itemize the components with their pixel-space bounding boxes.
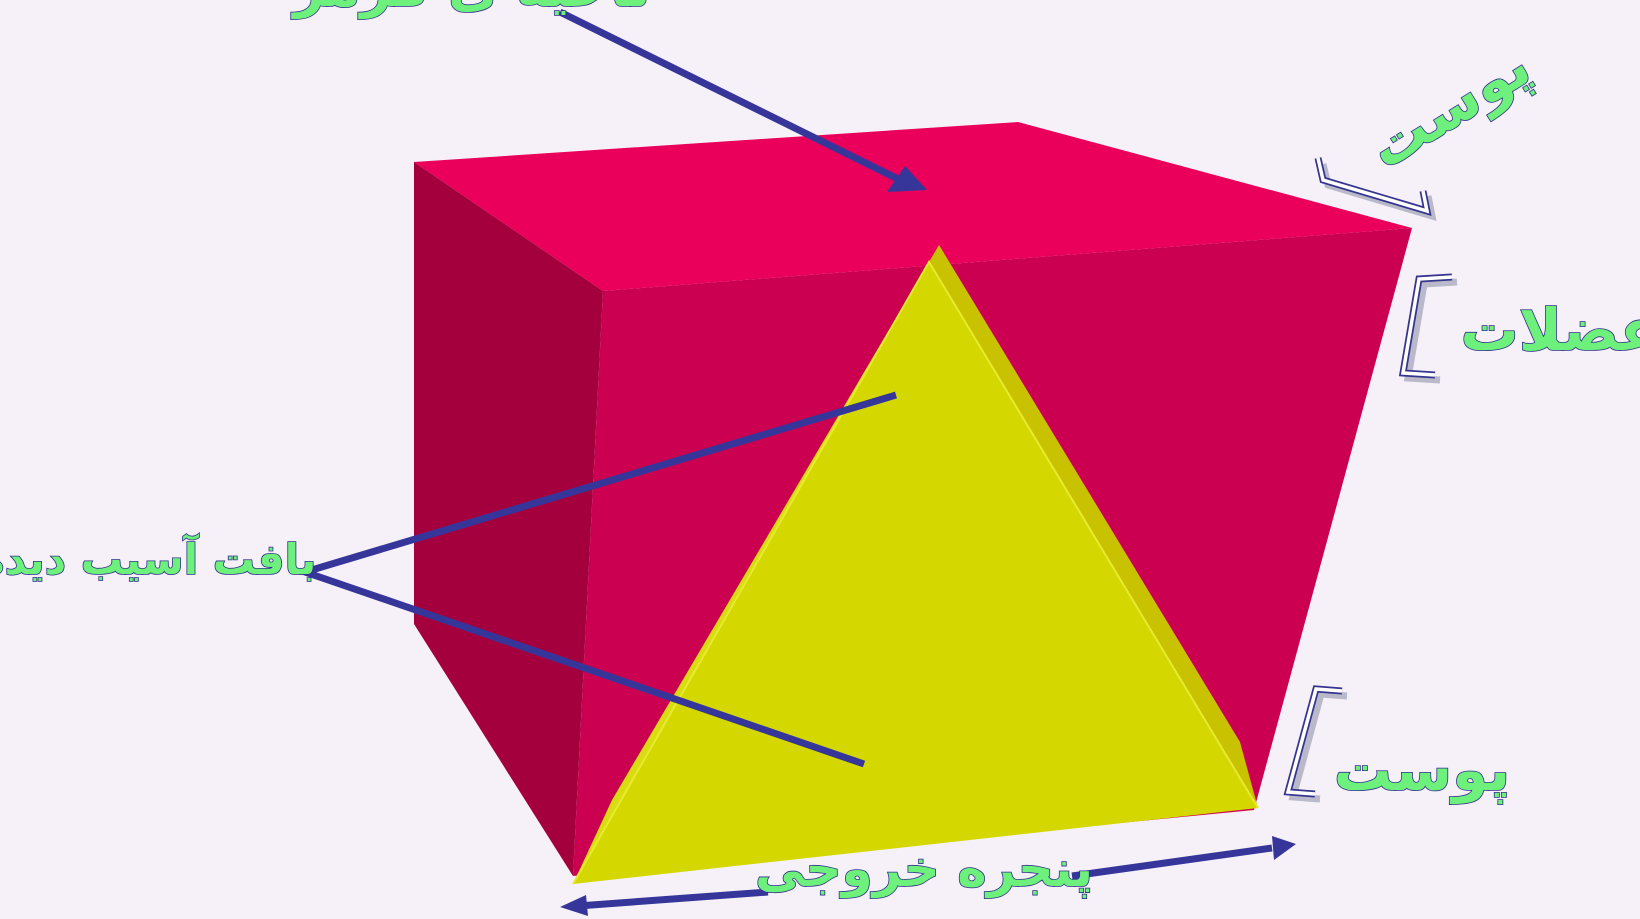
skin-top-label: پوست xyxy=(1357,31,1543,183)
damaged-tissue-label: بافت آسیب دیده xyxy=(0,534,316,584)
muscles-label: عضلات xyxy=(1460,296,1640,364)
exit-window-label: پنجره خروجی xyxy=(755,840,1093,899)
muscles-bracket xyxy=(1403,277,1457,380)
skin-bottom-label: پوست xyxy=(1334,736,1511,805)
top-region-label: ناحیه ی قرمز xyxy=(290,0,650,19)
